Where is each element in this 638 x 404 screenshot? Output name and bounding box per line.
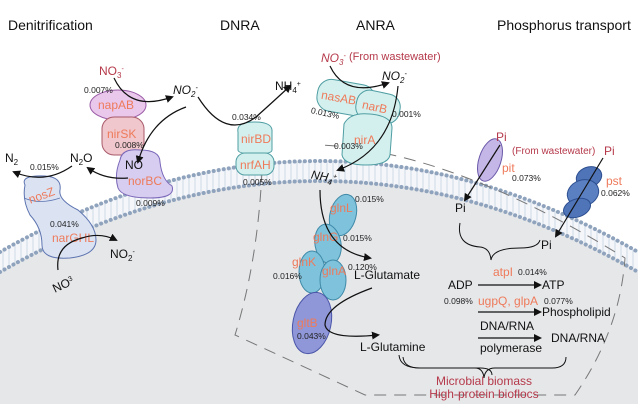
glnA-label: glnA <box>322 264 346 278</box>
l-glutamine: L-Glutamine <box>360 340 426 354</box>
dnra-pct-top: 0.034% <box>232 112 261 122</box>
pi-brace <box>458 222 541 261</box>
dna-rna-product: DNA/RNA <box>551 331 605 345</box>
glnL-pct: 0.015% <box>355 194 384 204</box>
anra-no3: NO3- <box>321 51 346 67</box>
arrow-no3-to-no2-inner <box>57 233 118 271</box>
enzyme-norBC <box>115 149 174 199</box>
arrow-no2-to-nh4-dnra <box>197 84 292 126</box>
nirSK-pct: 0.008% <box>115 140 144 150</box>
denit-no3-bottom: NO3 <box>50 274 76 296</box>
enzyme-gltB <box>291 291 333 355</box>
napAB-pct: 0.007% <box>84 85 113 95</box>
denit-no2: NO2- <box>173 83 198 99</box>
atpl-pct: 0.014% <box>518 267 547 277</box>
glnA-pct: 0.120% <box>348 262 377 272</box>
denit-no: NO <box>125 158 143 172</box>
anra-source: (From wastewater) <box>349 51 441 63</box>
ugp-glpa-label: ugpQ, glpA <box>478 294 538 308</box>
dnra-pct-bottom: 0.005% <box>243 177 272 187</box>
nirA-label: nirA <box>354 133 375 147</box>
polymerase-label: polymerase <box>480 341 542 355</box>
arrow-no3-to-no2 <box>113 77 174 103</box>
pit-label: pit <box>502 161 515 175</box>
pi-inner-left: Pi <box>455 201 466 215</box>
denit-no2-bottom: NO2- <box>110 247 135 263</box>
anra-nh4: NH4+ <box>310 168 338 188</box>
arrow-no-to-n2o <box>86 166 129 179</box>
gltB-pct: 0.043% <box>297 331 326 341</box>
pi-outer-right: Pi <box>604 144 615 158</box>
pit-pct: 0.073% <box>512 173 541 183</box>
nosZ-pct: 0.015% <box>30 162 59 172</box>
denit-n2: N2 <box>5 151 19 167</box>
title-anra: ANRA <box>356 17 396 33</box>
denit-no3-top: NO3- <box>99 64 124 80</box>
anra-no2: NO2- <box>382 69 407 85</box>
enzyme-glnA <box>319 259 347 301</box>
atpl-label: atpI <box>493 265 513 279</box>
transporter-pst <box>562 166 603 219</box>
nirA-pct: 0.003% <box>334 141 363 151</box>
l-glutamate: L-Glutamate <box>354 268 420 282</box>
arrow-no2-to-no <box>135 106 187 164</box>
title-phosphorus-transport: Phosphorus transport <box>497 17 631 33</box>
norBC-label: norBC <box>128 174 162 188</box>
dnra-nh4: NH4+ <box>275 79 301 95</box>
nasAB-label: nasAB <box>320 88 357 108</box>
arrow-pi-pit <box>463 144 501 202</box>
arrow-nh4-to-glutamate <box>319 189 372 261</box>
glnK-label: glnK <box>292 255 316 269</box>
phospholipid: Phospholipid <box>542 305 611 319</box>
glnG-label: glnG <box>313 230 338 244</box>
pst-pct: 0.062% <box>601 188 630 198</box>
glnK-pct: 0.016% <box>273 271 302 281</box>
glpa-pct: 0.077% <box>544 296 573 306</box>
arrow-n2o-to-n2 <box>12 165 73 179</box>
enzyme-nrfAH <box>235 152 275 176</box>
gltB-label: gltB <box>297 316 318 330</box>
title-denitrification: Denitrification <box>8 17 93 33</box>
glnL-label: glnL <box>330 201 353 215</box>
napAB-label: napAB <box>98 98 134 112</box>
membrane-outer-dots <box>0 159 638 254</box>
pst-label: pst <box>606 174 623 188</box>
arrow-no2-to-nh4-anra <box>336 85 399 172</box>
arrow-no3-to-no2-anra <box>329 65 390 89</box>
nrfAH-label: nrfAH <box>240 158 271 172</box>
outcome-brace <box>402 356 567 379</box>
narB-label: narB <box>361 97 389 116</box>
narB-pct: 0.001% <box>392 109 421 119</box>
narGHL-label: narGHL <box>52 231 94 245</box>
outcome-line2: High-protein bioflocs <box>429 387 538 401</box>
nirBD-label: nirBD <box>241 132 271 146</box>
nosZ-divider <box>23 197 61 202</box>
arrow-glutamate-to-glutamine <box>324 287 380 340</box>
title-dnra: DNRA <box>220 17 260 33</box>
pi-outer-left: Pi <box>496 130 507 144</box>
atp: ATP <box>542 278 564 292</box>
outcome-line1: Microbial biomass <box>436 374 532 388</box>
inner-compartment-dashed <box>234 144 626 396</box>
pi-source: (From wastewater) <box>512 146 595 157</box>
arrow-pi-pst <box>554 157 604 238</box>
nirSK-label: nirSK <box>107 127 136 141</box>
ugp-pct: 0.098% <box>444 296 473 306</box>
adp: ADP <box>448 278 473 292</box>
denit-n2o: N2O <box>70 151 92 167</box>
glnG-pct: 0.015% <box>343 233 372 243</box>
pi-inner-right: Pi <box>541 238 552 252</box>
norBC-pct: 0.009% <box>136 198 165 208</box>
enzyme-nosZ-narGHL <box>23 175 97 259</box>
narGHL-pct: 0.041% <box>50 219 79 229</box>
dna-rna-label: DNA/RNA <box>480 319 534 333</box>
